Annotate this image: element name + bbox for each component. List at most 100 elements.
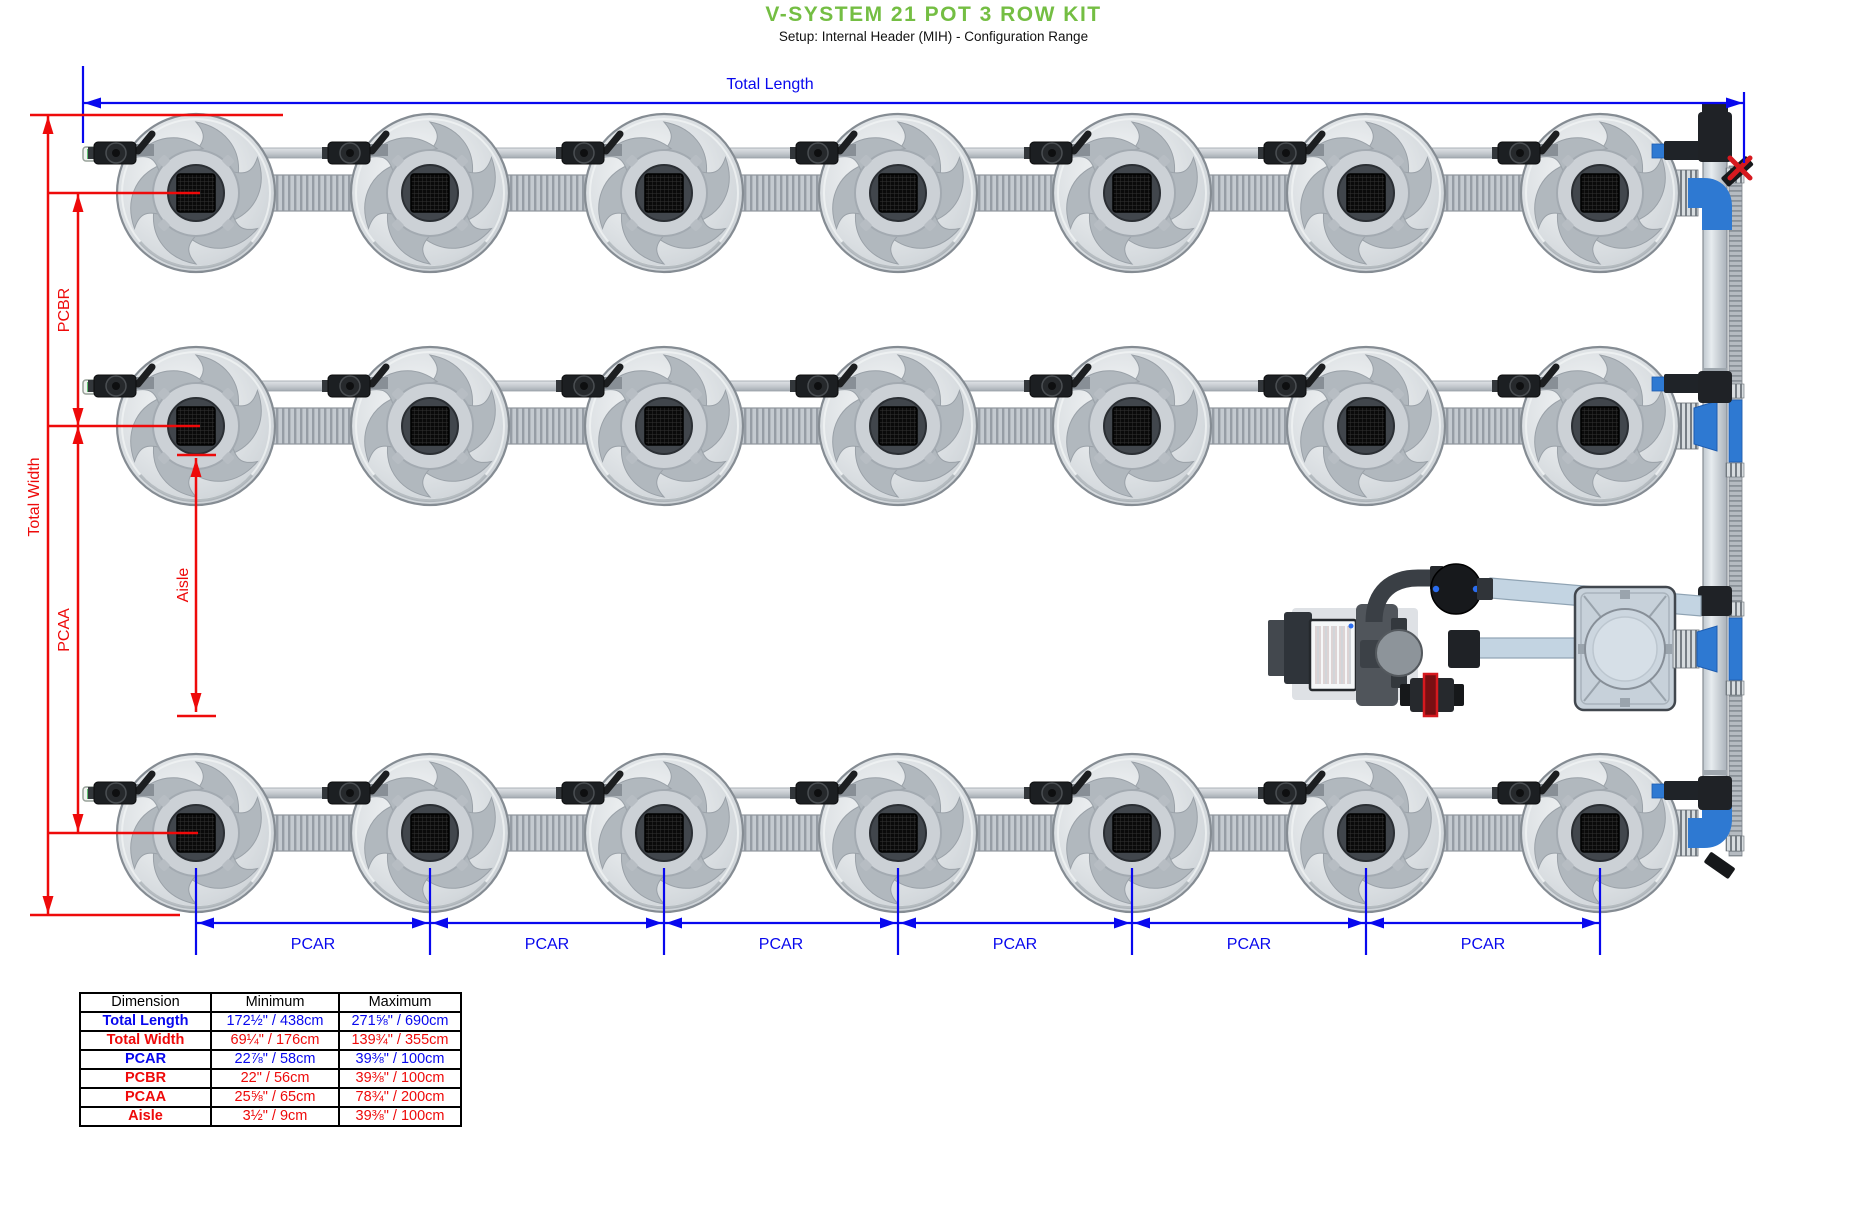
pump-motor — [1268, 620, 1286, 676]
pot — [1517, 114, 1683, 272]
total-width-label: Total Width — [26, 457, 43, 536]
dim-total-length: Total Length — [81, 66, 1746, 163]
col-header-dimension: Dimension — [79, 992, 212, 1013]
maximum-value-cell: 39⅜" / 100cm — [338, 1068, 462, 1089]
pot-valve — [790, 130, 858, 165]
red-valve-handle — [1422, 672, 1439, 718]
filter-unit — [1308, 618, 1358, 692]
minimum-value-cell: 69¼" / 176cm — [210, 1030, 340, 1051]
row2-cone-fitting — [1693, 400, 1718, 452]
pcar-label: PCAR — [993, 936, 1037, 953]
dimension-annotations: Total Length Total Width PCBR PCAA — [26, 66, 1746, 955]
dim-aisle: Aisle — [175, 453, 216, 718]
pcar-label: PCAR — [291, 936, 335, 953]
pot-valve — [1024, 130, 1092, 165]
row-valves-and-caps — [82, 130, 1706, 805]
dimension-name-cell: PCBR — [79, 1068, 212, 1089]
table-header-row: Dimension Minimum Maximum — [79, 992, 462, 1013]
pot — [347, 347, 513, 505]
pcar-label: PCAR — [759, 936, 803, 953]
reservoir-tank — [1573, 585, 1677, 712]
dimension-name-cell: Total Length — [79, 1011, 212, 1032]
pump-assembly — [1268, 563, 1718, 718]
pot — [581, 347, 747, 505]
minimum-value-cell: 172½" / 438cm — [210, 1011, 340, 1032]
maximum-value-cell: 78¾" / 200cm — [338, 1087, 462, 1108]
pot-valve — [1492, 363, 1560, 398]
minimum-value-cell: 25⅝" / 65cm — [210, 1087, 340, 1108]
pot-valve — [322, 363, 390, 398]
pot-valve — [556, 130, 624, 165]
pot-valve — [88, 770, 156, 805]
drawing-header: V-SYSTEM 21 POT 3 ROW KIT Setup: Interna… — [0, 3, 1867, 44]
shutoff-valve-icon — [1721, 155, 1754, 187]
dimension-name-cell: PCAR — [79, 1049, 212, 1070]
pot-valve — [88, 363, 156, 398]
page-title: V-SYSTEM 21 POT 3 ROW KIT — [765, 3, 1102, 26]
pot — [1283, 347, 1449, 505]
pot-valve — [1024, 363, 1092, 398]
dimension-name-cell: PCAA — [79, 1087, 212, 1108]
pot — [1049, 114, 1215, 272]
pcar-label: PCAR — [1461, 936, 1505, 953]
maximum-value-cell: 139¾" / 355cm — [338, 1030, 462, 1051]
pot-valve — [1024, 770, 1092, 805]
pot-valve — [790, 770, 858, 805]
pcar-label: PCAR — [525, 936, 569, 953]
pot — [347, 114, 513, 272]
minimum-value-cell: 3½" / 9cm — [210, 1106, 340, 1127]
drain-cap — [1704, 852, 1735, 879]
total-length-label: Total Length — [726, 76, 813, 93]
pot-valve — [1258, 770, 1326, 805]
minimum-value-cell: 22" / 56cm — [210, 1068, 340, 1089]
pot-valve — [322, 770, 390, 805]
maximum-value-cell: 271⅝" / 690cm — [338, 1011, 462, 1032]
pcaa-label: PCAA — [56, 608, 73, 652]
pot — [1283, 114, 1449, 272]
pot-valve — [1258, 363, 1326, 398]
manifold-return-hose — [1728, 165, 1743, 857]
pot — [815, 347, 981, 505]
col-header-maximum: Maximum — [338, 992, 462, 1013]
pot — [815, 114, 981, 272]
pot-valve — [322, 130, 390, 165]
pot-valve — [1258, 130, 1326, 165]
pot-valve — [556, 363, 624, 398]
pot-valve — [88, 130, 156, 165]
minimum-value-cell: 22⅞" / 58cm — [210, 1049, 340, 1070]
aisle-label: Aisle — [175, 568, 192, 603]
maximum-value-cell: 39⅜" / 100cm — [338, 1106, 462, 1127]
dim-total-width: Total Width — [26, 113, 283, 917]
top-tee-fitting — [1698, 112, 1732, 162]
dim-pcbr-pcaa: PCBR PCAA — [48, 191, 200, 835]
pump-return-pipe — [1477, 637, 1579, 659]
dimension-name-cell: Aisle — [79, 1106, 212, 1127]
pcbr-label: PCBR — [56, 288, 73, 332]
row1-elbow-fitting — [1688, 178, 1732, 230]
header-manifold — [1688, 102, 1754, 879]
pot — [581, 114, 747, 272]
manifold-main-pipe — [1702, 139, 1728, 831]
pot — [1517, 347, 1683, 505]
row3-elbow-fitting — [1688, 796, 1732, 848]
maximum-value-cell: 39⅜" / 100cm — [338, 1049, 462, 1070]
dimension-name-cell: Total Width — [79, 1030, 212, 1051]
pot-valve — [1492, 770, 1560, 805]
page-subtitle: Setup: Internal Header (MIH) - Configura… — [778, 29, 1089, 44]
pump-head — [1356, 563, 1493, 718]
pot-valve — [790, 363, 858, 398]
pot-valve — [556, 770, 624, 805]
manifold-tees — [1698, 102, 1732, 810]
col-header-minimum: Minimum — [210, 992, 340, 1013]
pot-valve — [1492, 130, 1560, 165]
